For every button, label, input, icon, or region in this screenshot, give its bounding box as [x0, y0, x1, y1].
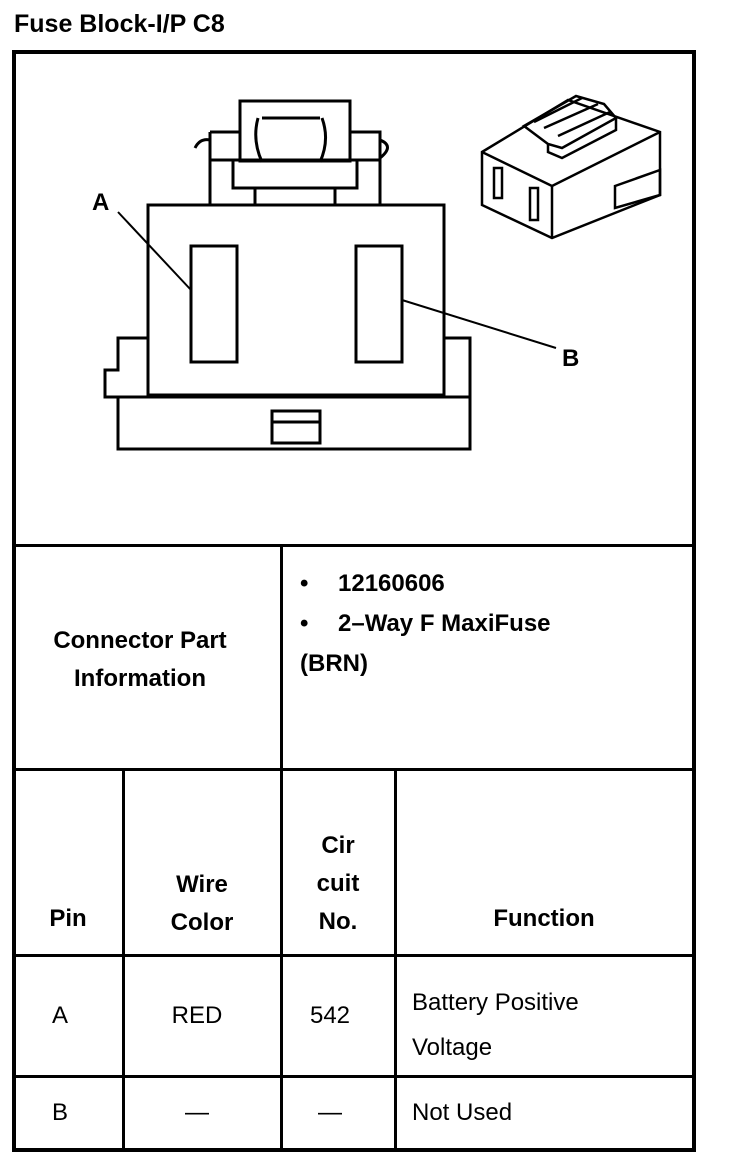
connector-table-frame	[12, 50, 696, 1152]
divider	[12, 544, 696, 547]
page-title: Fuse Block-I/P C8	[14, 10, 225, 38]
connector-3d-view	[480, 94, 662, 240]
table-cell-circuit: 542	[309, 1002, 351, 1029]
pin-label-a: A	[92, 189, 109, 216]
table-cell-wire-color: RED	[171, 1002, 223, 1029]
column-header-function: Function	[493, 905, 595, 932]
divider	[12, 954, 696, 957]
bullet-icon: •	[300, 610, 309, 637]
list-item: • 12160606	[300, 564, 680, 604]
divider	[12, 1075, 696, 1078]
connector-part-info-heading: Connector Part Information	[53, 627, 227, 692]
divider	[12, 768, 696, 771]
connector-face-diagram: A B	[92, 94, 662, 451]
pin-label-b: B	[562, 345, 579, 372]
list-item: • 2–Way F MaxiFuse	[300, 604, 680, 644]
bullet-icon: •	[300, 570, 309, 597]
table-cell-pin: A	[51, 1002, 68, 1029]
divider	[394, 768, 397, 1152]
table-cell-function: Battery Positive Voltage	[412, 989, 579, 1061]
table-cell-wire-color: —	[185, 1099, 209, 1126]
connector-color: (BRN)	[300, 650, 368, 677]
table-cell-circuit: —	[318, 1099, 342, 1126]
table-cell-pin: B	[51, 1099, 68, 1126]
connector-part-list: • 12160606 • 2–Way F MaxiFuse (BRN)	[300, 564, 680, 684]
column-header-circuit: Cir cuit No.	[316, 832, 360, 935]
table-cell-function: Not Used	[412, 1099, 513, 1126]
column-header-wire-color: Wire Color	[170, 871, 234, 936]
column-header-pin: Pin	[49, 905, 87, 932]
divider	[280, 544, 283, 1152]
divider	[122, 768, 125, 1152]
